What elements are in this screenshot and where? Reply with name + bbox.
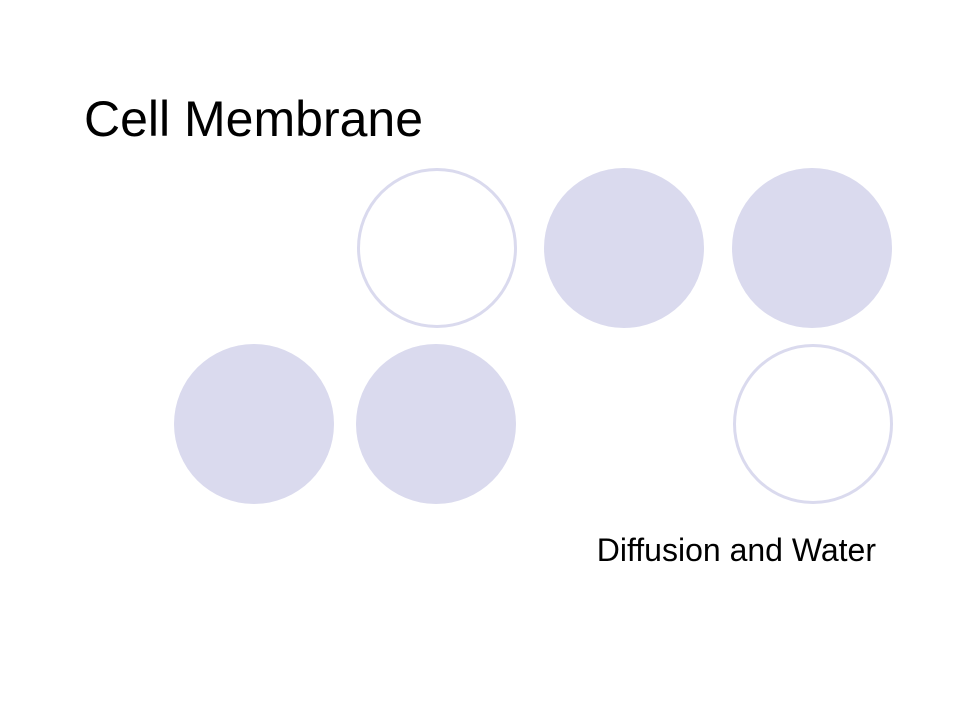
slide-subtitle: Diffusion and Water — [596, 532, 876, 568]
decorative-circle-outline — [357, 168, 517, 328]
decorative-circle-filled — [174, 344, 334, 504]
decorative-circle-filled — [732, 168, 892, 328]
decorative-circle-filled — [356, 344, 516, 504]
slide-title: Cell Membrane — [84, 91, 424, 147]
decorative-circle-filled — [544, 168, 704, 328]
decorative-circle-outline — [733, 344, 893, 504]
